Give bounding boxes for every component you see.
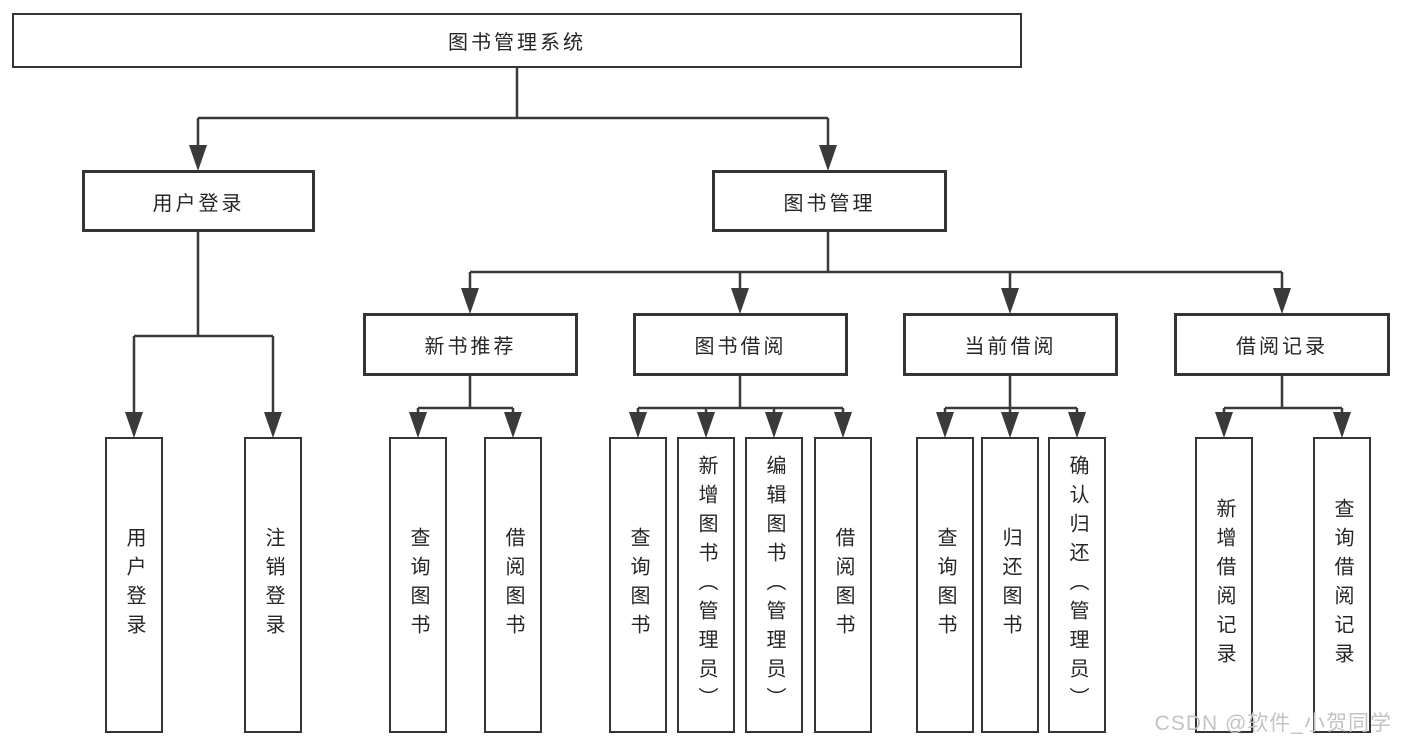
leaf-borrow-books-recommend: 借阅图书 [484, 437, 542, 733]
leaf-add-borrow-record: 新增借阅记录 [1195, 437, 1253, 733]
leaf-borrow-books: 借阅图书 [814, 437, 872, 733]
leaf-edit-books-admin: 编辑图书（管理员） [745, 437, 803, 733]
leaf-return-books: 归还图书 [981, 437, 1039, 733]
root-node-library-system: 图书管理系统 [12, 13, 1022, 68]
node-borrow-records: 借阅记录 [1174, 313, 1390, 376]
leaf-confirm-return-admin: 确认归还（管理员） [1048, 437, 1106, 733]
leaf-query-books-recommend: 查询图书 [389, 437, 447, 733]
leaf-query-books-current: 查询图书 [916, 437, 974, 733]
node-book-management: 图书管理 [712, 170, 947, 232]
node-book-borrow: 图书借阅 [633, 313, 848, 376]
leaf-add-books-admin: 新增图书（管理员） [677, 437, 735, 733]
leaf-query-borrow-record: 查询借阅记录 [1313, 437, 1371, 733]
node-user-login: 用户登录 [82, 170, 315, 232]
leaf-logout: 注销登录 [244, 437, 302, 733]
node-new-book-recommend: 新书推荐 [363, 313, 578, 376]
leaf-query-books-borrow: 查询图书 [609, 437, 667, 733]
node-current-borrow: 当前借阅 [903, 313, 1118, 376]
leaf-user-login: 用户登录 [105, 437, 163, 733]
csdn-watermark: CSDN @软件_小贺同学 [1154, 712, 1392, 735]
